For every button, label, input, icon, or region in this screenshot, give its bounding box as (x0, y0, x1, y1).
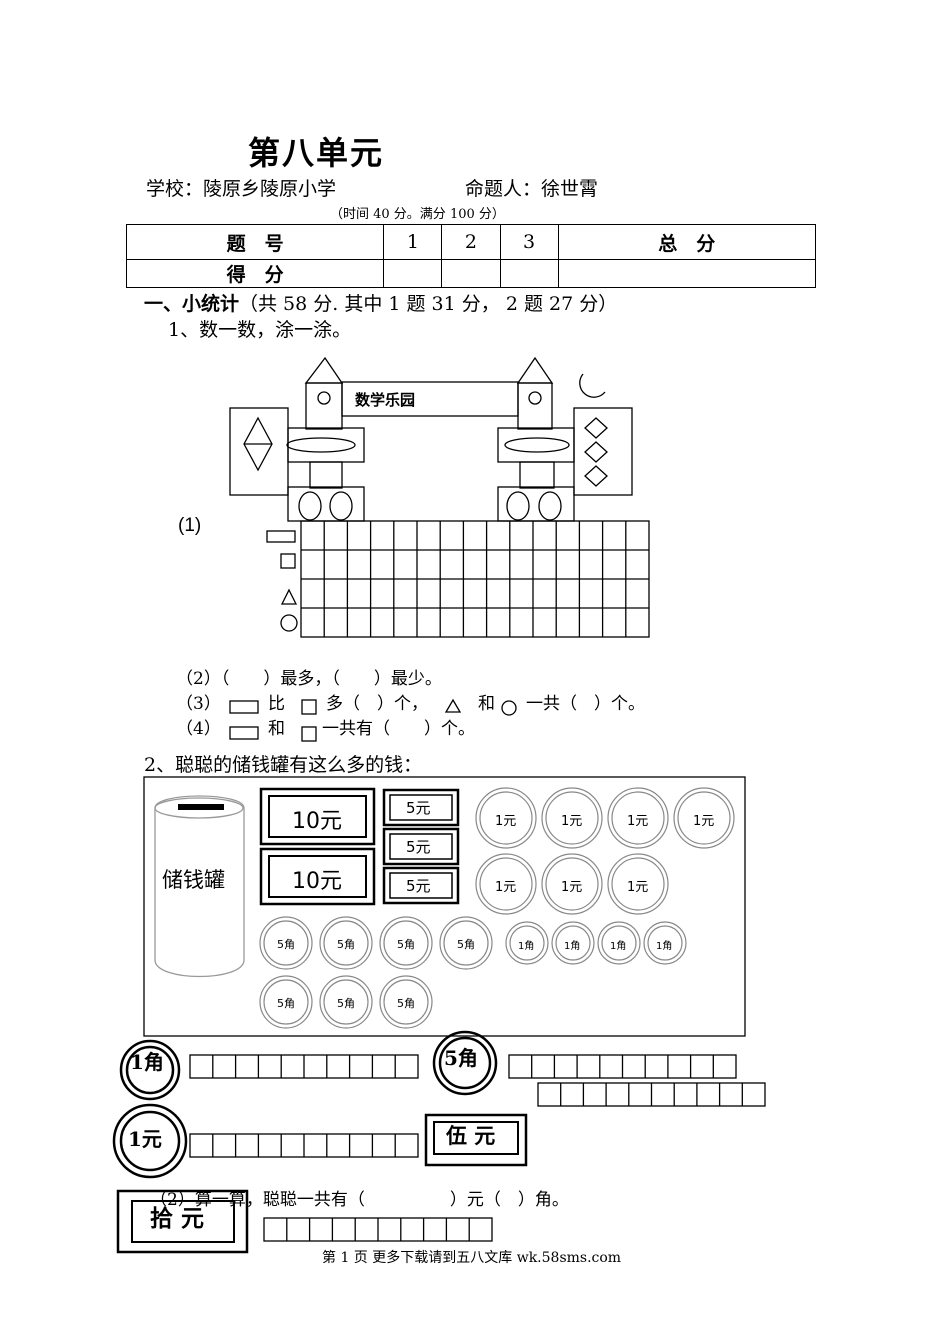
score-table: 题 号 1 2 3 总 分 得 分 (125, 224, 817, 288)
coin-5jiao: 5角 (337, 938, 355, 951)
note-5yuan: 5元 (406, 838, 431, 856)
coins-1yuan (475, 787, 735, 915)
note-5yuan: 5元 (406, 799, 431, 817)
q2-title: 2、聪聪的储钱罐有这么多的钱： (144, 754, 423, 776)
score-cell[interactable] (557, 259, 817, 288)
coin-1jiao: 1角 (610, 941, 627, 952)
coin-5jiao: 5角 (277, 938, 295, 951)
score-header-cell: 2 (441, 224, 501, 260)
part4-text: 和 (268, 719, 285, 739)
note-10yuan: 10元 (292, 809, 342, 834)
part2-text: （2）（ ）最多，（ ）最少。 (176, 669, 442, 689)
coin-1jiao: 1角 (656, 941, 673, 952)
author-name: 命题人：徐世霄 (465, 178, 599, 200)
coin-1yuan: 1元 (561, 814, 583, 829)
coin-1yuan: 1元 (627, 880, 649, 895)
part4-label: （4） (176, 719, 221, 739)
school-name: 学校：陵原乡陵原小学 (146, 178, 337, 200)
calc-question: （2）算一算，聪聪一共有（ ）元（ ）角。 (150, 1190, 569, 1210)
castle-figure (229, 356, 633, 522)
part3-label: （3） (176, 694, 221, 714)
page-title: 第八单元 (248, 134, 385, 172)
coin-1yuan: 1元 (495, 880, 517, 895)
answer-cells (189, 1054, 766, 1242)
castle-sign: 数学乐园 (355, 391, 416, 409)
score-header-cell: 3 (499, 224, 559, 260)
score-header-cell: 总 分 (557, 224, 817, 260)
part3-text: 和 (478, 694, 495, 714)
score-cell[interactable] (441, 259, 501, 288)
page-footer: 第 1 页 更多下载请到五八文库 wk.58sms.com (322, 1250, 622, 1266)
q1-title: 1、数一数，涂一涂。 (168, 319, 352, 341)
note-5yuan: 5元 (406, 877, 431, 895)
tally-grid (266, 520, 650, 638)
label-5yuan: 伍 元 (446, 1123, 496, 1148)
coin-5jiao: 5角 (277, 997, 295, 1010)
score-cell[interactable] (383, 259, 443, 288)
note-10yuan: 10元 (292, 869, 342, 894)
label-10yuan: 拾 元 (150, 1205, 205, 1232)
part1-label: (1) (178, 515, 202, 536)
time-info: （时间 40 分。满分 100 分） (330, 207, 505, 222)
coin-5jiao: 5角 (337, 997, 355, 1010)
coin-1yuan: 1元 (495, 814, 517, 829)
section1-heading: 一、小统计（共 58 分. 其中 1 题 31 分， 2 题 27 分） (144, 293, 618, 315)
coin-5jiao: 5角 (457, 938, 475, 951)
score-row-label: 得 分 (125, 259, 385, 288)
part3-text: 比 (268, 694, 285, 714)
coin-1yuan: 1元 (627, 814, 649, 829)
label-1yuan: 1元 (128, 1127, 162, 1151)
label-1jiao: 1角 (130, 1050, 164, 1074)
coins-5jiao (259, 916, 493, 1029)
part3-text: 多（ ）个， (326, 694, 428, 714)
money-frame (143, 776, 746, 1037)
label-5jiao: 5角 (444, 1046, 478, 1070)
jar-label: 储钱罐 (162, 868, 225, 892)
coin-1yuan: 1元 (693, 814, 715, 829)
coins-1jiao (505, 921, 687, 965)
coin-5jiao: 5角 (397, 938, 415, 951)
coin-1jiao: 1角 (564, 941, 581, 952)
part4-text: 一共有（ ）个。 (322, 719, 475, 739)
coin-5jiao: 5角 (397, 997, 415, 1010)
coin-1jiao: 1角 (518, 941, 535, 952)
coin-1yuan: 1元 (561, 880, 583, 895)
part3-text: 一共（ ）个。 (526, 694, 645, 714)
score-header-cell: 题 号 (125, 224, 385, 260)
score-cell[interactable] (499, 259, 559, 288)
